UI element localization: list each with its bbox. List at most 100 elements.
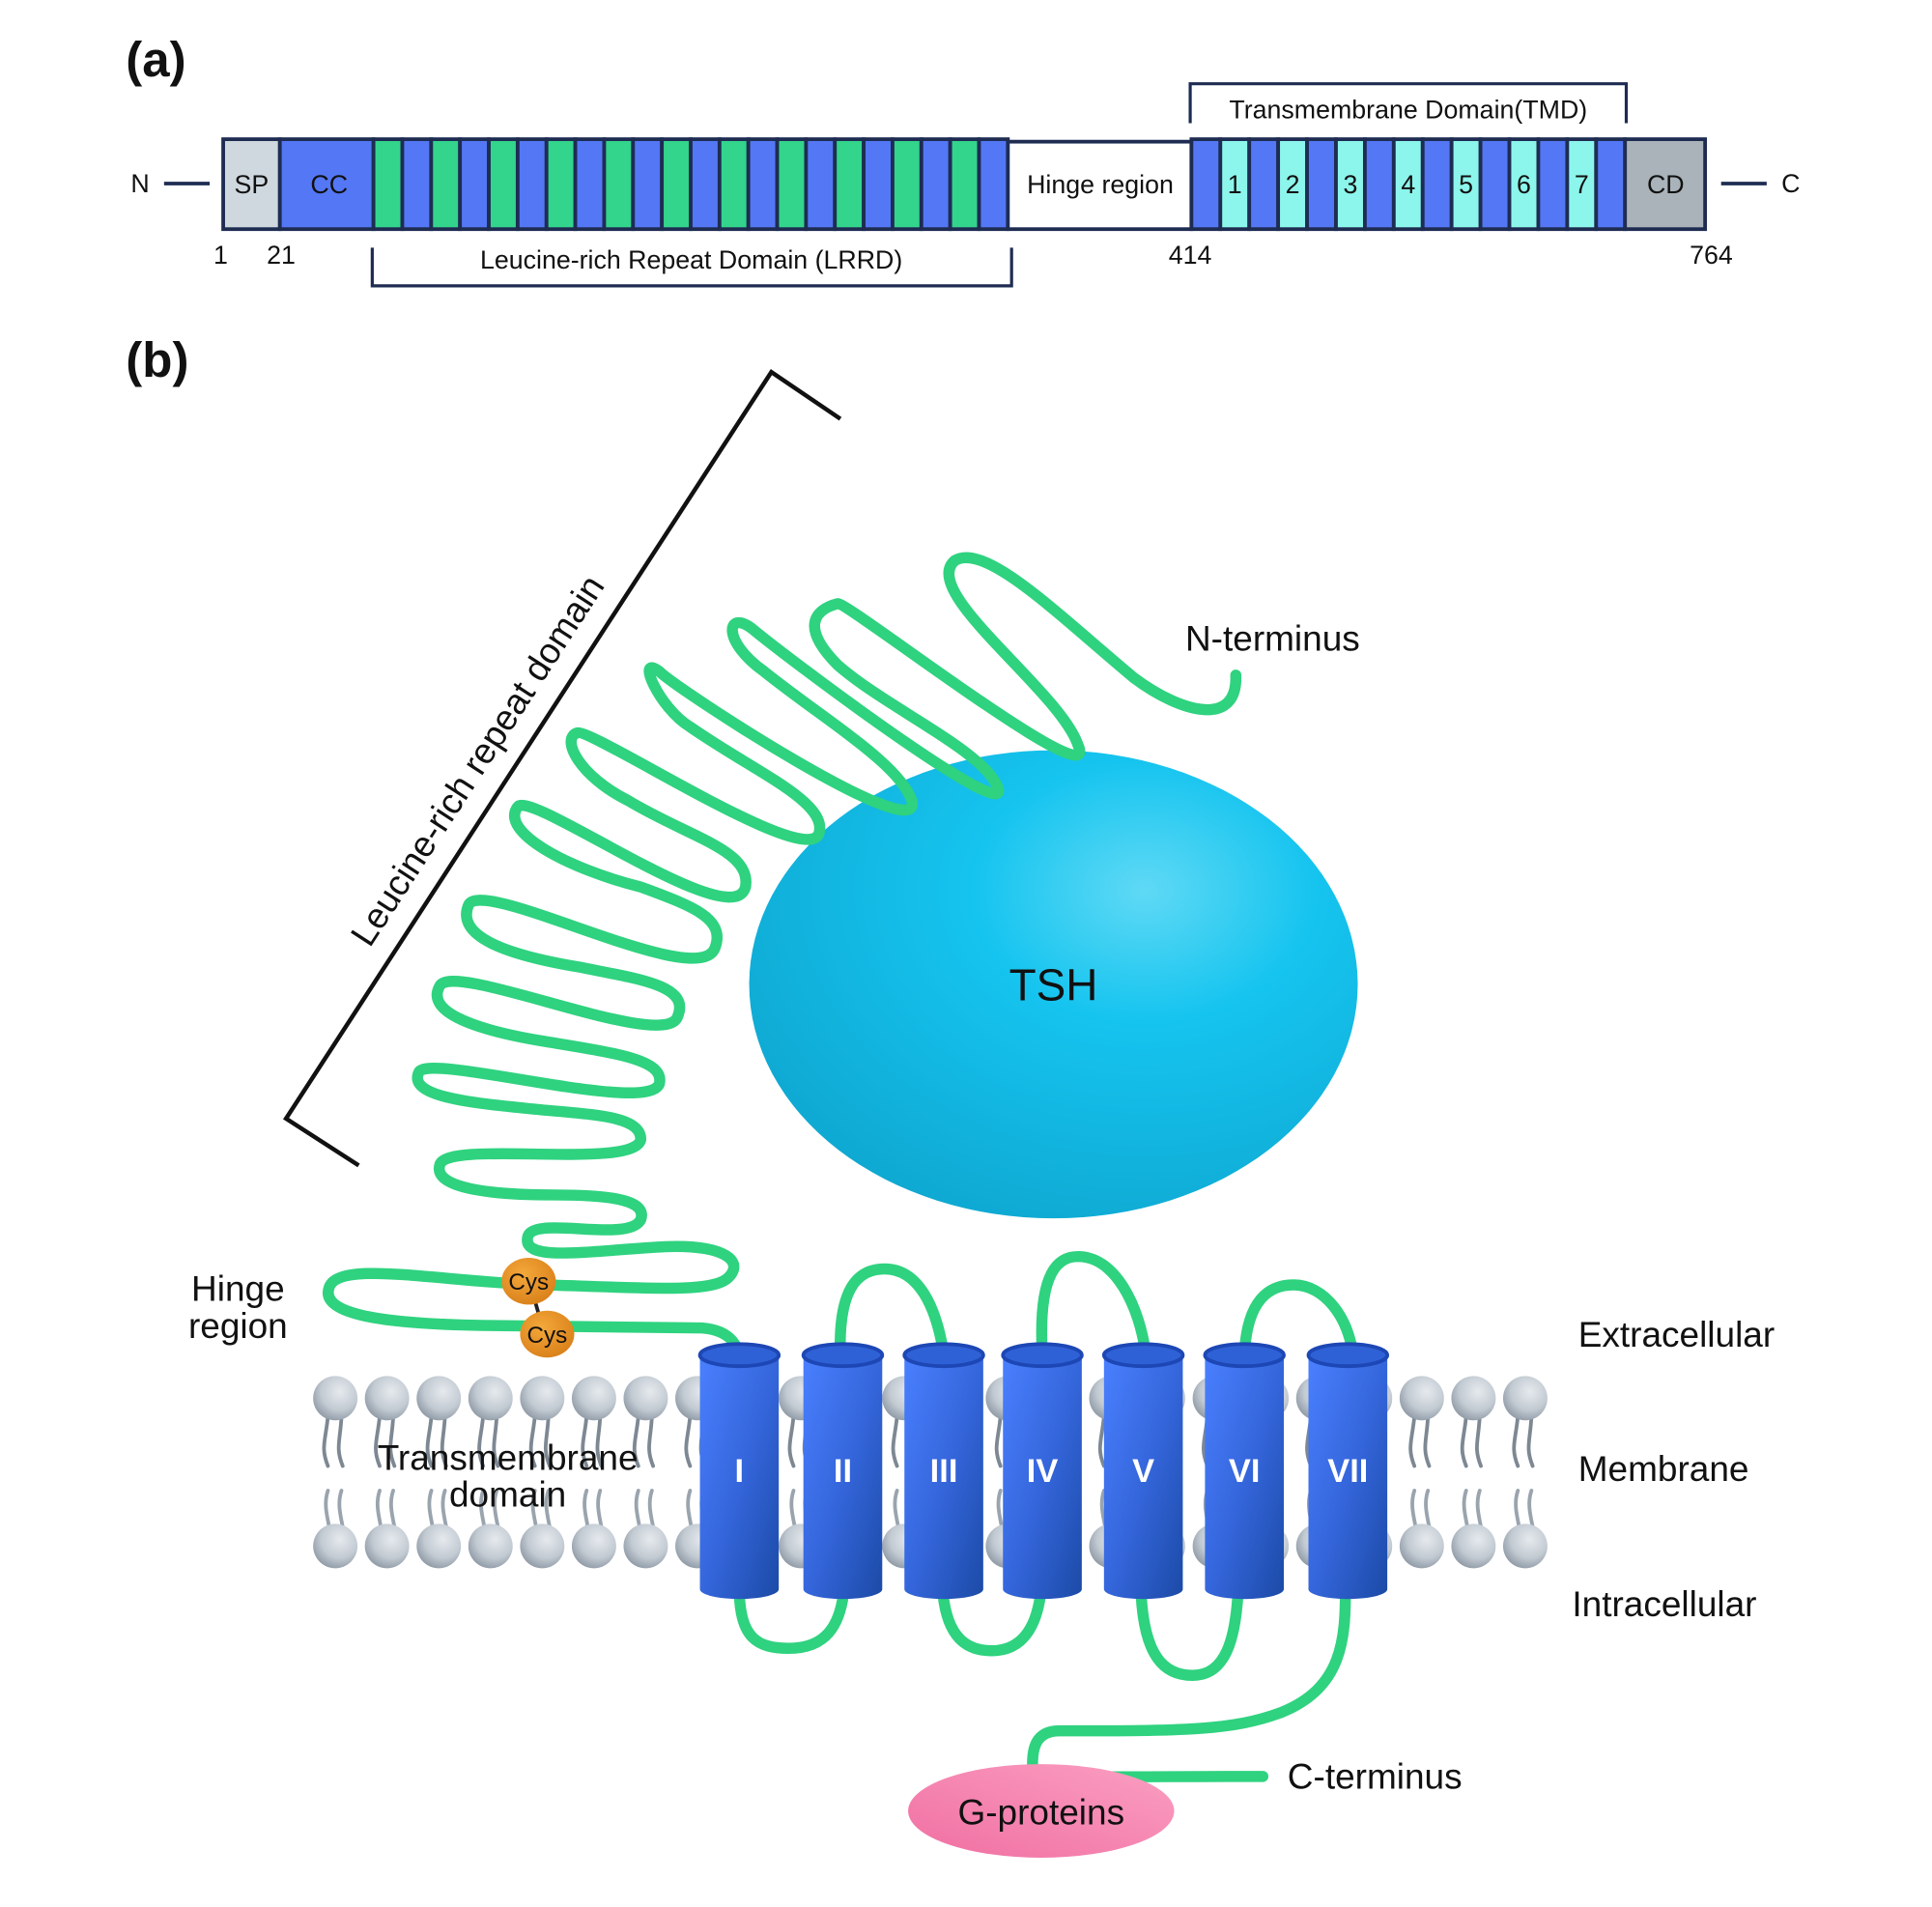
helix-IV[interactable]: IV (1001, 1342, 1084, 1600)
lrr-repeat (977, 137, 1010, 232)
lipid-head (416, 1523, 462, 1569)
helix-body (1103, 1354, 1183, 1600)
lrr-repeat (429, 137, 463, 232)
tmd-bracket-label: Transmembrane Domain(TMD) (1229, 95, 1587, 124)
lipid-tail (1460, 1414, 1468, 1468)
helix-label: VI (1229, 1453, 1261, 1490)
tmd-helix-number: 7 (1575, 170, 1589, 199)
c-terminus-label: C-terminus (1288, 1757, 1463, 1797)
helix-body (1003, 1354, 1082, 1600)
cys-2-label: Cys (527, 1323, 568, 1349)
tmd-loop-segment (1305, 137, 1338, 232)
tmd-loop-segment (1247, 137, 1281, 232)
helix-label: I (735, 1453, 745, 1490)
helix-body (803, 1354, 883, 1600)
lipid-head (313, 1376, 358, 1421)
lrr-repeat (371, 137, 405, 232)
tmd-helix-segment (1565, 137, 1599, 232)
helix-cap (1306, 1342, 1390, 1369)
cys-1-label: Cys (508, 1269, 549, 1295)
lrr-repeat (487, 137, 520, 232)
helix-VI[interactable]: VI (1203, 1342, 1286, 1600)
tmd-bracket (1188, 82, 1629, 124)
lipid-head (1502, 1523, 1548, 1569)
lrr-repeat (689, 137, 722, 232)
segment-cd-label: CD (1647, 170, 1685, 199)
lrr-repeat (804, 137, 838, 232)
segment-sp-label: SP (235, 170, 270, 199)
icl-2 (937, 1583, 1047, 1657)
lrr-repeat (458, 137, 491, 232)
lipid-tail (595, 1414, 604, 1468)
helix-cap (801, 1342, 885, 1369)
helix-III[interactable]: III (902, 1342, 985, 1600)
panel-b-label: (b) (126, 332, 188, 387)
helix-II[interactable]: II (801, 1342, 885, 1600)
lipid-head (313, 1523, 358, 1569)
lipid-tail (440, 1414, 448, 1468)
helix-V[interactable]: V (1101, 1342, 1185, 1600)
lipid-tail (891, 1414, 899, 1468)
lrr-repeat (862, 137, 895, 232)
lipid-tail (632, 1414, 640, 1468)
ecl-1 (835, 1263, 950, 1361)
lrr-repeat (515, 137, 549, 232)
n-terminus-label: N-terminus (1185, 618, 1360, 658)
lipid-tail (581, 1414, 589, 1468)
c-tail (1027, 1583, 1351, 1782)
tmd-loop-segment (1189, 137, 1223, 232)
lipid-head (1451, 1523, 1496, 1569)
helix-VII[interactable]: VII (1306, 1342, 1390, 1600)
tmd-loop-segment (1594, 137, 1628, 232)
lrr-repeat (573, 137, 607, 232)
tmd-helix-segment (1276, 137, 1309, 232)
lipid-tail (994, 1414, 1003, 1468)
segment-hinge (1006, 139, 1194, 232)
lipid-tail (374, 1414, 382, 1468)
tmd-helix-number: 6 (1517, 170, 1531, 199)
lipid-tail (787, 1414, 796, 1468)
helix-cap (902, 1342, 985, 1369)
lipid-head (1502, 1376, 1548, 1421)
helix-label: IV (1027, 1453, 1059, 1490)
helix-body (1308, 1354, 1388, 1600)
lipid-tail (1526, 1414, 1535, 1468)
tmd-helix-number: 1 (1228, 170, 1242, 199)
position-1: 1 (213, 241, 228, 270)
segment-cc (277, 137, 376, 232)
lrr-repeat (544, 137, 578, 232)
helix-cap (697, 1342, 781, 1369)
lipid-tail (336, 1414, 345, 1468)
tsh-ligand[interactable] (749, 750, 1358, 1219)
panel-b: (b) Leucine-rich repeat domain TSH Cys C… (126, 332, 1775, 1858)
lrr-repeat (775, 137, 809, 232)
lipid-head (364, 1523, 410, 1569)
helix-label: II (834, 1453, 852, 1490)
cys-2 (520, 1310, 575, 1358)
tm-label-line2: domain (449, 1475, 566, 1515)
ecl-3 (1238, 1279, 1359, 1361)
lipid-head (1451, 1376, 1496, 1421)
hinge-label-line2: region (188, 1306, 288, 1346)
intracellular-label: Intracellular (1572, 1584, 1756, 1624)
lipid-tail (1512, 1414, 1520, 1468)
lipid-head (520, 1376, 565, 1421)
lipid-head (623, 1523, 668, 1569)
ecl-2 (1036, 1250, 1151, 1361)
lipid-head (364, 1376, 410, 1421)
lipid-tail (425, 1414, 434, 1468)
lipid-head (1399, 1376, 1444, 1421)
segment-hinge-label: Hinge region (1027, 170, 1174, 199)
helix-label: V (1132, 1453, 1154, 1490)
position-764: 764 (1690, 241, 1733, 270)
helix-I[interactable]: I (697, 1342, 781, 1600)
lipid-tail (388, 1414, 397, 1468)
g-proteins[interactable] (908, 1764, 1175, 1858)
lrr-chain (323, 552, 1242, 1367)
segment-cc-label: CC (310, 170, 348, 199)
panel-a-label: (a) (126, 32, 185, 87)
tmd-helix-segment (1334, 137, 1367, 232)
lrrd-bracket-label: Leucine-rich Repeat Domain (LRRD) (480, 245, 902, 274)
